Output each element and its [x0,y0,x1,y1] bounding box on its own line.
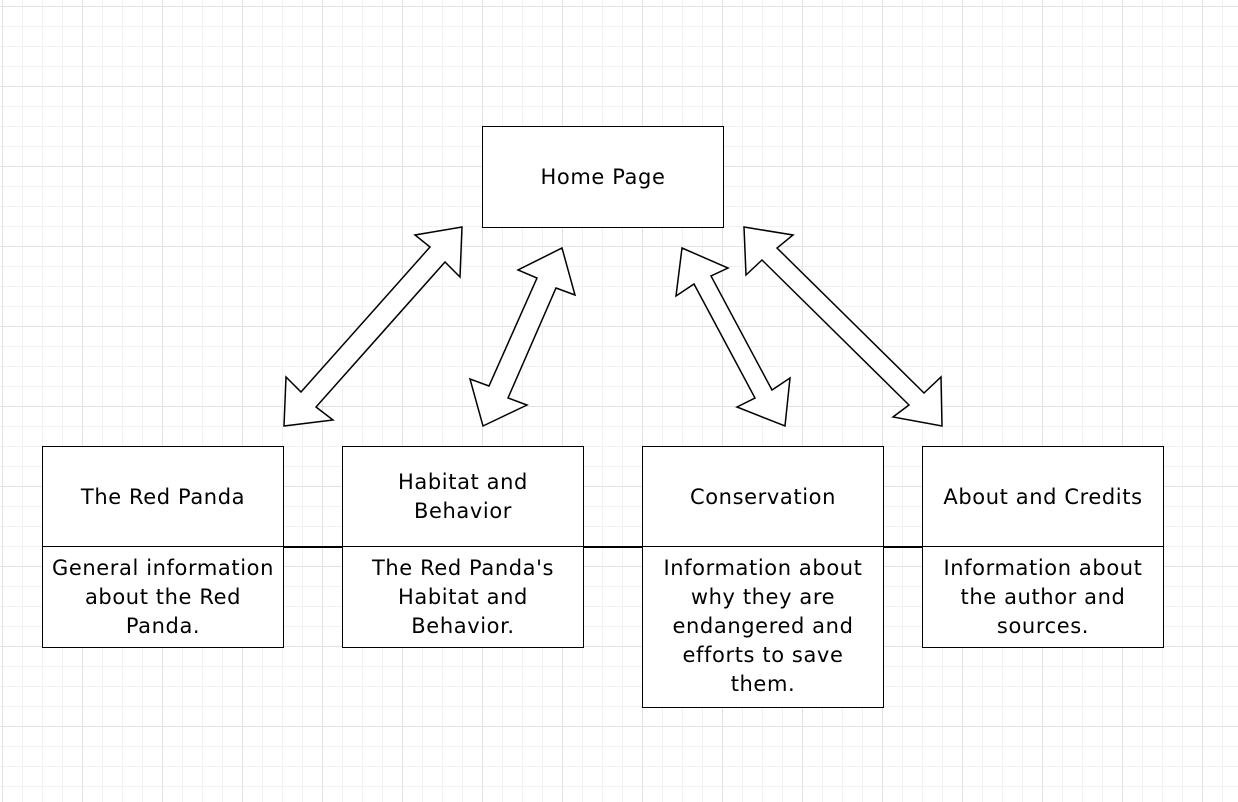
arrow-home-habitat [468,246,577,428]
red-panda-description: General information about the Red Panda. [51,556,275,638]
habitat-behavior-description: The Red Panda's Habitat and Behavior. [371,556,555,638]
about-credits-description: Information about the author and sources… [943,556,1143,638]
home-page-label: Home Page [540,164,666,189]
home-page-node: Home Page [482,126,724,228]
habitat-behavior-title: Habitat and Behavior [398,470,528,523]
conservation-title: Conservation [689,484,837,509]
conservation-description-box: Information about why they are endangere… [642,546,884,708]
red-panda-title: The Red Panda [80,484,246,509]
about-credits-title: About and Credits [943,484,1143,509]
about-credits-description-box: Information about the author and sources… [922,546,1164,648]
habitat-behavior-node: Habitat and Behavior [342,446,584,548]
conservation-node: Conservation [642,446,884,548]
conservation-description: Information about why they are endangere… [663,556,863,696]
arrow-home-about [743,226,943,427]
arrow-home-red-panda [283,226,463,427]
red-panda-node: The Red Panda [42,446,284,548]
connector-line [283,546,923,548]
habitat-behavior-description-box: The Red Panda's Habitat and Behavior. [342,546,584,648]
arrow-home-conservation [675,246,791,428]
about-credits-node: About and Credits [922,446,1164,548]
red-panda-description-box: General information about the Red Panda. [42,546,284,648]
